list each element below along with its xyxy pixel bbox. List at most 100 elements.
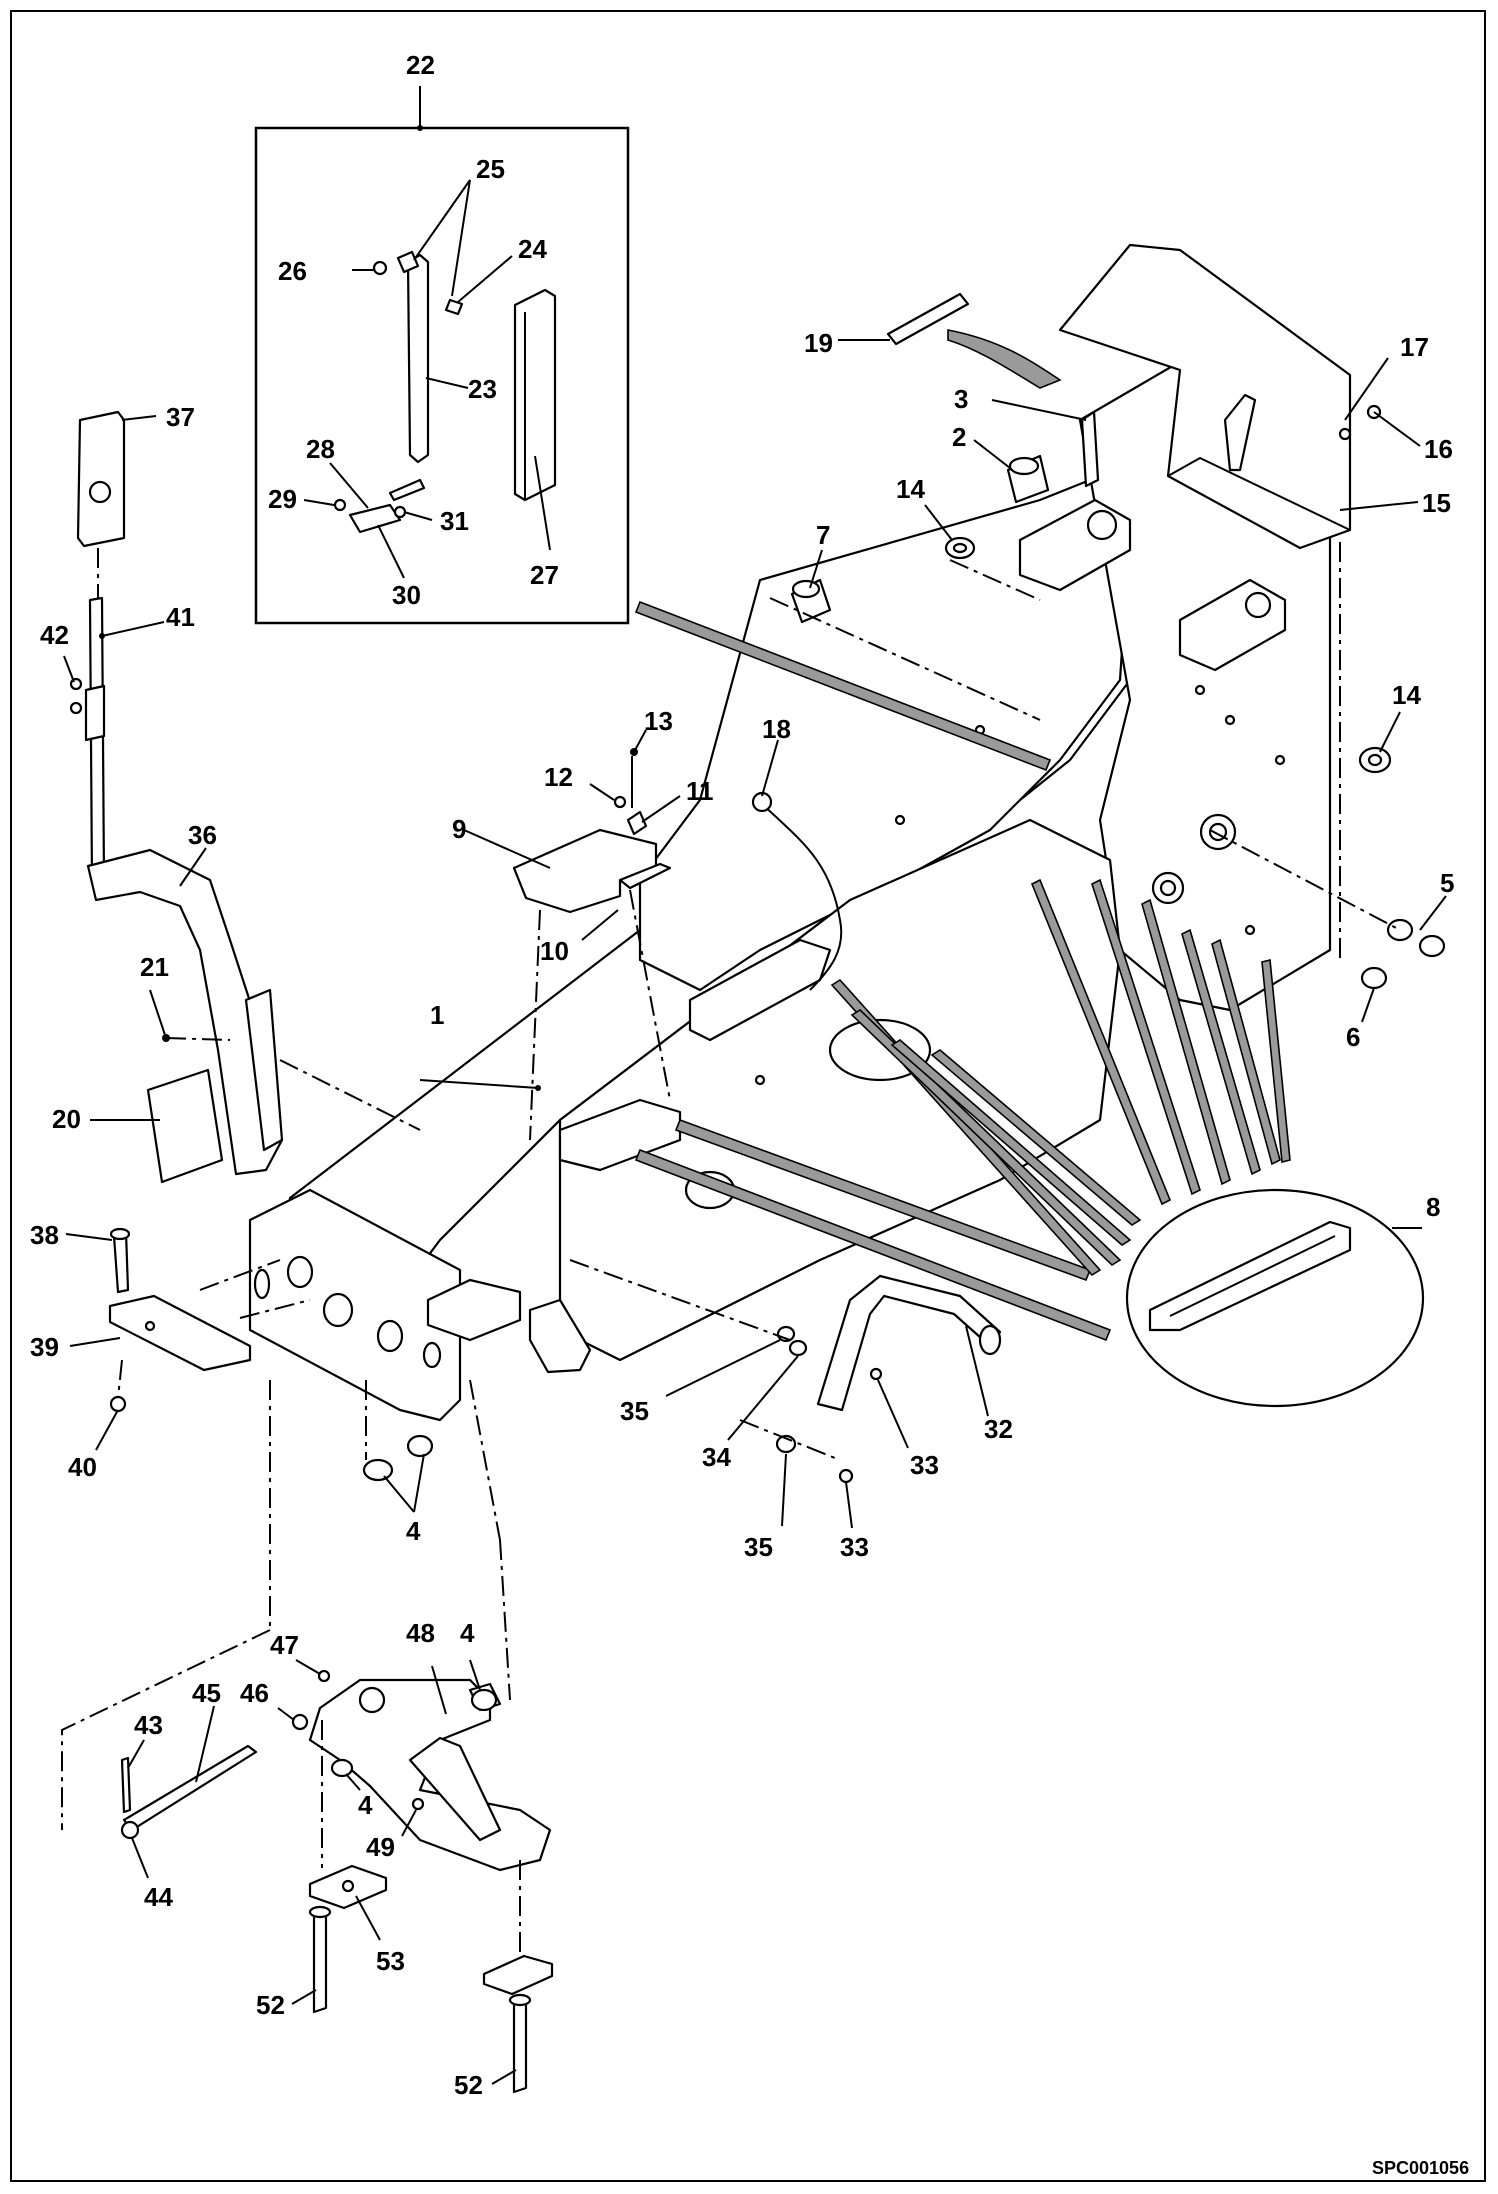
inset-detail-22 <box>254 86 630 625</box>
alignment-line-2 <box>469 1379 501 1541</box>
callout-14b: 14 <box>1392 680 1421 710</box>
part-8-detail-ellipse <box>1125 1188 1425 1408</box>
page-border <box>10 10 1486 2182</box>
callout-32: 32 <box>984 1414 1013 1444</box>
callout-26: 26 <box>278 256 307 286</box>
alignment-line-3 <box>499 1539 511 1701</box>
callout-52b: 52 <box>454 2070 483 2100</box>
part-6-bushing <box>1339 542 1388 1023</box>
callout-36: 36 <box>188 820 217 850</box>
part-4-bushing-right <box>469 1659 498 1712</box>
part-13-bolt <box>630 729 647 808</box>
part-29-bolt <box>333 498 347 512</box>
part-36-pedal-arm <box>86 847 421 1176</box>
callout-2: 2 <box>952 422 966 452</box>
callout-16: 16 <box>1424 434 1453 464</box>
callout-39: 39 <box>30 1332 59 1362</box>
callout-45: 45 <box>192 1678 221 1708</box>
callout-40: 40 <box>68 1452 97 1482</box>
callout-30: 30 <box>392 580 421 610</box>
part-14-washer-right <box>1358 711 1401 774</box>
callout-15: 15 <box>1422 488 1451 518</box>
part-3-bolt <box>991 399 1100 488</box>
callout-44: 44 <box>144 1882 173 1912</box>
part-23-bracket <box>406 253 430 464</box>
callout-42: 42 <box>40 620 69 650</box>
part-44-nut <box>120 1820 149 1879</box>
callout-49: 49 <box>366 1832 395 1862</box>
callout-25: 25 <box>476 154 505 184</box>
callout-14a: 14 <box>896 474 925 504</box>
callout-41: 41 <box>166 602 195 632</box>
callout-21: 21 <box>140 952 169 982</box>
part-49-bolt <box>401 1797 425 1837</box>
part-53-pad <box>308 1720 388 1941</box>
part-31-nut <box>393 505 407 519</box>
part-52-bolt-left <box>291 1905 332 2014</box>
callout-12: 12 <box>544 762 573 792</box>
callout-53: 53 <box>376 1946 405 1976</box>
callout-23: 23 <box>468 374 497 404</box>
reference-code: SPC001056 <box>1372 2158 1469 2178</box>
part-24-screw <box>444 298 464 316</box>
callout-35b: 35 <box>744 1532 773 1562</box>
callout-10: 10 <box>540 936 569 966</box>
part-11-clip <box>626 795 681 836</box>
part-27-channel <box>513 288 557 502</box>
callout-29: 29 <box>268 484 297 514</box>
callout-1: 1 <box>430 1000 444 1030</box>
callout-6: 6 <box>1346 1022 1360 1052</box>
part-37-pedal-pad <box>76 410 157 608</box>
part-46-nut <box>277 1707 309 1731</box>
part-19-pin <box>838 292 1062 389</box>
callout-11: 11 <box>686 776 714 806</box>
part-5-bushings <box>1209 829 1447 958</box>
part-1-main-frame <box>248 348 1332 1422</box>
part-26-bolt <box>372 260 388 276</box>
callout-9: 9 <box>452 814 466 844</box>
part-33-bolts <box>838 1367 909 1529</box>
callout-38: 38 <box>30 1220 59 1250</box>
part-10-bracket <box>581 862 672 1101</box>
part-53-pad-right <box>482 1860 554 1996</box>
part-32-handle <box>816 1274 1002 1417</box>
callout-52a: 52 <box>256 1990 285 2020</box>
part-21-bolt <box>149 989 231 1042</box>
callout-3: 3 <box>954 384 968 414</box>
part-14-washer <box>924 504 1041 601</box>
callout-46: 46 <box>240 1678 269 1708</box>
callout-4c: 4 <box>358 1790 373 1820</box>
callout-8: 8 <box>1426 1192 1440 1222</box>
part-40-nut <box>95 1359 127 1451</box>
callout-20: 20 <box>52 1104 81 1134</box>
part-20-plate <box>90 1068 224 1184</box>
callout-33a: 33 <box>910 1450 939 1480</box>
callout-13: 13 <box>644 706 673 736</box>
callout-37: 37 <box>166 402 195 432</box>
part-2-bushing <box>973 439 1050 504</box>
callout-18: 18 <box>762 714 791 744</box>
part-39-step <box>69 1259 311 1372</box>
part-41-rod <box>84 596 165 884</box>
part-12-nut <box>589 783 627 809</box>
callout-33b: 33 <box>840 1532 869 1562</box>
part-28-pin <box>388 478 426 502</box>
part-38-bolt <box>65 1227 131 1294</box>
part-15-cover-plate <box>1058 243 1421 550</box>
part-35-washers <box>569 1259 841 1527</box>
part-42-bolt <box>63 655 83 715</box>
callout-34: 34 <box>702 1442 731 1472</box>
callout-47: 47 <box>270 1630 299 1660</box>
alignment-line-4 <box>61 1629 271 1830</box>
part-4-bushing-lower <box>330 1758 361 1791</box>
callout-43: 43 <box>134 1710 163 1740</box>
callout-7: 7 <box>816 520 830 550</box>
part-25-clip <box>396 250 420 274</box>
part-18-hose <box>751 739 843 991</box>
callout-19: 19 <box>804 328 833 358</box>
callout-5: 5 <box>1440 868 1454 898</box>
callout-17: 17 <box>1400 332 1429 362</box>
part-30-latch <box>348 503 402 534</box>
